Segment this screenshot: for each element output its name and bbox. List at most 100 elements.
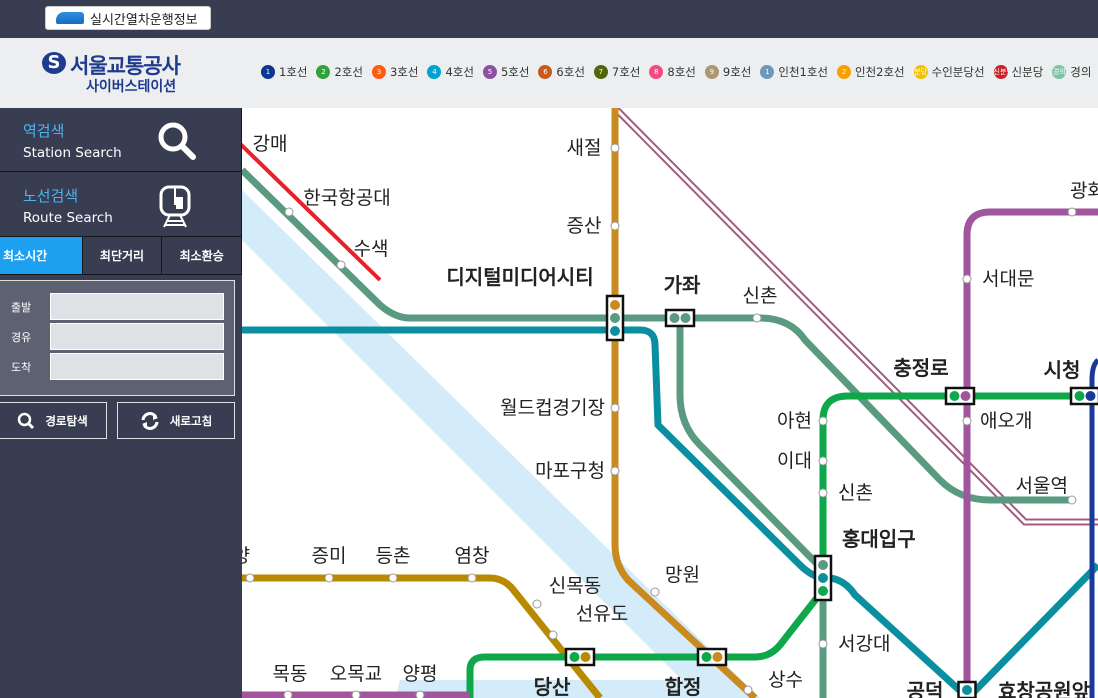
refresh-button[interactable]: 새로고침	[117, 402, 235, 439]
station-label[interactable]: 서강대	[838, 633, 890, 655]
station-marker[interactable]	[610, 221, 620, 231]
station-label[interactable]: 신목동	[549, 575, 601, 597]
station-label[interactable]: 효창공원앞	[998, 679, 1091, 698]
station-marker[interactable]	[1067, 207, 1077, 217]
station-marker[interactable]	[351, 690, 361, 698]
station-label[interactable]: 공덕	[907, 679, 944, 698]
line-dot	[1085, 391, 1096, 401]
legend-label: 수인분당선	[931, 65, 985, 79]
station-label[interactable]: 신촌	[743, 285, 778, 307]
station-label[interactable]: 광화문	[1070, 180, 1098, 202]
station-label[interactable]: 망원	[665, 564, 700, 586]
arrival-input[interactable]	[50, 353, 224, 380]
station-marker[interactable]	[336, 260, 346, 270]
station-label[interactable]: 당산	[534, 675, 571, 698]
station-label[interactable]: 마포구청	[535, 460, 605, 482]
line-dot	[960, 391, 971, 401]
search-icon	[158, 122, 196, 160]
station-label[interactable]: 선유도	[576, 603, 628, 625]
station-label[interactable]: 수색	[354, 238, 389, 260]
station-label[interactable]: 월드컵경기장	[500, 397, 605, 419]
departure-input[interactable]	[50, 293, 224, 320]
station-label[interactable]: 시청	[1044, 358, 1081, 382]
station-marker[interactable]	[962, 274, 972, 284]
station-marker[interactable]	[818, 639, 828, 649]
station-marker[interactable]	[532, 599, 542, 609]
tab-min-time[interactable]: 최소시간	[0, 237, 83, 274]
station-label[interactable]: 한국항공대	[303, 187, 390, 209]
station-label[interactable]: 충정로	[893, 356, 948, 380]
station-marker[interactable]	[743, 685, 753, 695]
station-label[interactable]: 이대	[777, 450, 812, 472]
line-dot	[818, 573, 828, 583]
station-marker[interactable]	[284, 207, 294, 217]
station-label[interactable]: 강매	[253, 133, 288, 155]
realtime-train-info-button[interactable]: 실시간열차운행정보	[45, 6, 211, 30]
station-label[interactable]: 가좌	[664, 273, 701, 297]
station-marker[interactable]	[1067, 495, 1077, 505]
station-label[interactable]: 서대문	[982, 268, 1034, 290]
station-marker[interactable]	[245, 573, 255, 583]
station-marker[interactable]	[818, 416, 828, 426]
station-label[interactable]: 염창	[455, 545, 490, 567]
station-label[interactable]: 등촌	[376, 545, 411, 567]
station-marker[interactable]	[467, 573, 477, 583]
station-label[interactable]: 홍대입구	[842, 527, 916, 551]
station-marker[interactable]	[610, 143, 620, 153]
station-search-en: Station Search	[23, 145, 122, 161]
station-marker[interactable]	[610, 466, 620, 476]
station-search-ko: 역검색	[23, 122, 65, 140]
station-marker[interactable]	[650, 587, 660, 597]
station-search-button[interactable]: 역검색 Station Search	[0, 108, 242, 172]
station-marker[interactable]	[962, 416, 972, 426]
station-marker[interactable]	[388, 573, 398, 583]
line-9	[242, 574, 603, 698]
station-label[interactable]: 상수	[768, 669, 803, 691]
station-label[interactable]: 디지털미디어시티	[446, 265, 593, 289]
route-search-submit-button[interactable]: 경로탐색	[0, 402, 107, 439]
tab-min-transfer[interactable]: 최소환승	[162, 237, 243, 274]
station-marker[interactable]	[548, 630, 558, 640]
station-label[interactable]: 애오개	[980, 410, 1032, 432]
via-input[interactable]	[50, 323, 224, 350]
station-marker[interactable]	[324, 573, 334, 583]
station-marker[interactable]	[415, 690, 425, 698]
station-marker[interactable]	[610, 403, 620, 413]
station-label[interactable]: 증산	[567, 215, 602, 237]
station-label[interactable]: 증미	[312, 545, 347, 567]
station-label[interactable]: 양	[242, 545, 250, 567]
station-marker[interactable]	[752, 313, 762, 323]
line-badge-icon: 7	[593, 65, 608, 79]
station-label[interactable]: 아현	[777, 410, 812, 432]
station-marker[interactable]	[818, 456, 828, 466]
station-label[interactable]: 목동	[273, 663, 308, 685]
station-label[interactable]: 새절	[567, 137, 602, 159]
station-label[interactable]: 신촌	[838, 482, 873, 504]
legend-label: 인천1호선	[778, 65, 828, 79]
tab-shortest-distance[interactable]: 최단거리	[83, 237, 163, 274]
station-label[interactable]: 합정	[665, 675, 702, 698]
station-marker[interactable]	[818, 488, 828, 498]
station-label[interactable]: 양평	[403, 663, 438, 685]
station-marker[interactable]	[283, 690, 293, 698]
station-label[interactable]: 오목교	[330, 663, 382, 685]
line-badge-icon: 9	[704, 65, 719, 79]
station-label[interactable]: 서울역	[1016, 475, 1068, 497]
route-search-button[interactable]: 노선검색 Route Search	[0, 173, 242, 237]
